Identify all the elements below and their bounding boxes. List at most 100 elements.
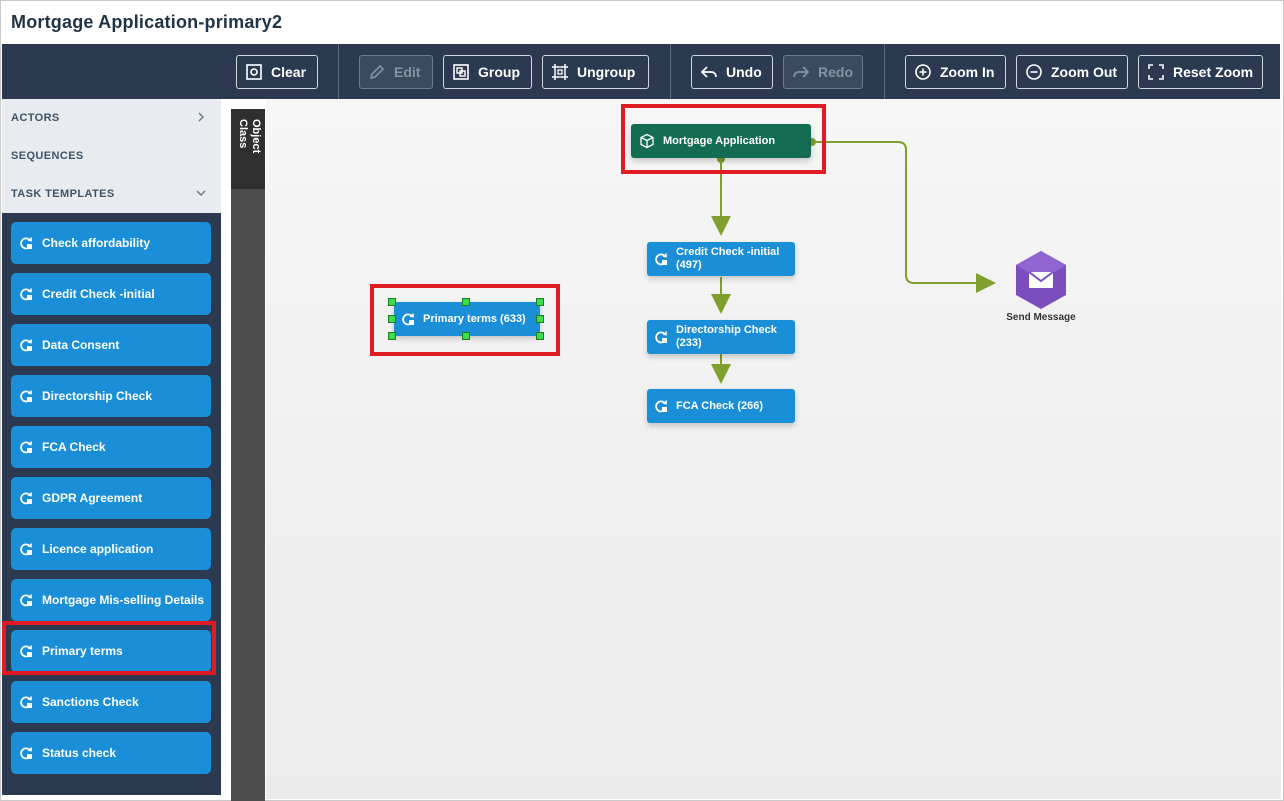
undo-icon [700, 66, 717, 78]
task-label: Directorship Check [42, 389, 153, 403]
task-template-item[interactable]: Directorship Check [11, 375, 211, 417]
resize-handle[interactable] [388, 298, 396, 306]
chevron-down-icon [196, 190, 206, 197]
actor-node-mortgage-application[interactable]: Mortgage Application [631, 124, 811, 158]
toolbar-divider [338, 44, 339, 99]
fullscreen-icon [1148, 64, 1164, 80]
task-refresh-icon [655, 331, 667, 344]
toolbar-divider [670, 44, 671, 99]
page-title: Mortgage Application-primary2 [11, 12, 283, 32]
send-message-label: Send Message [1006, 312, 1076, 323]
send-message-node[interactable]: Send Message [996, 250, 1086, 330]
edit-label: Edit [394, 64, 421, 80]
task-refresh-icon [20, 747, 32, 760]
object-class-header: Object Class [231, 109, 265, 189]
task-template-item[interactable]: Check affordability [11, 222, 211, 264]
highlight-box-sidebar [2, 621, 216, 675]
task-template-item[interactable]: Data Consent [11, 324, 211, 366]
task-template-item[interactable]: GDPR Agreement [11, 477, 211, 519]
edit-button[interactable]: Edit [359, 55, 433, 89]
highlight-box-actor [621, 104, 826, 174]
task-node-label: Credit Check -initial (497) [676, 246, 780, 271]
task-refresh-icon [20, 594, 32, 607]
minus-circle-icon [1026, 64, 1042, 80]
task-node-credit-check[interactable]: Credit Check -initial (497) [647, 242, 795, 276]
task-template-item[interactable]: Sanctions Check [11, 681, 211, 723]
plus-circle-icon [915, 64, 931, 80]
task-node-directorship-check[interactable]: Directorship Check (233) [647, 320, 795, 354]
task-refresh-icon [20, 390, 32, 403]
gear-icon [246, 64, 262, 80]
ungroup-button[interactable]: Ungroup [542, 55, 649, 89]
highlight-box-canvas-node [370, 284, 560, 356]
task-node-label: FCA Check (266) [676, 399, 764, 412]
pencil-icon [369, 64, 385, 80]
resize-handle[interactable] [536, 315, 544, 323]
task-node-label: Directorship Check (233) [676, 324, 777, 349]
zoom-out-label: Zoom Out [1051, 64, 1118, 80]
task-label: GDPR Agreement [42, 491, 143, 505]
task-refresh-icon [655, 400, 667, 413]
task-template-item[interactable]: Status check [11, 732, 211, 774]
task-template-item[interactable]: Licence application [11, 528, 211, 570]
redo-label: Redo [818, 64, 853, 80]
task-refresh-icon [20, 492, 32, 505]
task-label: Check affordability [42, 236, 151, 250]
task-refresh-icon [20, 543, 32, 556]
group-button[interactable]: Group [443, 55, 532, 89]
ungroup-icon [552, 64, 568, 80]
connector-actor-to-message [812, 141, 996, 293]
resize-handle[interactable] [388, 315, 396, 323]
task-refresh-icon [20, 237, 32, 250]
task-refresh-icon [402, 313, 414, 326]
reset-zoom-button[interactable]: Reset Zoom [1138, 55, 1263, 89]
redo-icon [793, 66, 810, 78]
sidebar-section-actors[interactable]: ACTORS [2, 99, 221, 137]
clear-button[interactable]: Clear [236, 55, 318, 89]
resize-handle[interactable] [462, 298, 470, 306]
task-refresh-icon [20, 441, 32, 454]
zoom-out-button[interactable]: Zoom Out [1016, 55, 1128, 89]
section-label: TASK TEMPLATES [11, 188, 115, 200]
ungroup-label: Ungroup [577, 64, 636, 80]
task-template-item[interactable]: Mortgage Mis-selling Details [11, 579, 211, 621]
task-refresh-icon [20, 288, 32, 301]
task-label: Primary terms [42, 644, 123, 658]
resize-handle[interactable] [536, 298, 544, 306]
task-label: FCA Check [42, 440, 106, 454]
object-class-panel[interactable]: Object Class [231, 109, 265, 801]
sidebar-section-sequences[interactable]: SEQUENCES [2, 137, 221, 175]
sidebar: ACTORS SEQUENCES TASK TEMPLATES Check af… [2, 99, 221, 795]
actor-node-label: Mortgage Application [663, 135, 776, 147]
task-template-item[interactable]: FCA Check [11, 426, 211, 468]
diagram-canvas[interactable]: Mortgage Application Credit Check -initi… [266, 99, 1281, 799]
connector-layer [711, 138, 996, 384]
toolbar: Clear Edit Group Ungroup Undo Redo Zoom … [2, 44, 1280, 99]
resize-handle[interactable] [536, 332, 544, 340]
task-label: Mortgage Mis-selling Details [42, 593, 205, 607]
task-label: Credit Check -initial [42, 287, 155, 301]
zoom-in-button[interactable]: Zoom In [905, 55, 1006, 89]
section-label: ACTORS [11, 112, 60, 124]
resize-handle[interactable] [388, 332, 396, 340]
task-node-primary-terms[interactable]: Primary terms (633) [394, 302, 540, 336]
resize-handle[interactable] [462, 332, 470, 340]
envelope-hexagon-icon [1016, 251, 1066, 309]
section-label: SEQUENCES [11, 150, 84, 162]
redo-button[interactable]: Redo [783, 55, 863, 89]
task-template-item-primary-terms[interactable]: Primary terms [11, 630, 211, 672]
task-node-fca-check[interactable]: FCA Check (266) [647, 389, 795, 423]
task-label: Data Consent [42, 338, 120, 352]
undo-button[interactable]: Undo [691, 55, 773, 89]
task-refresh-icon [655, 253, 667, 266]
sidebar-section-task-templates[interactable]: TASK TEMPLATES [2, 175, 221, 213]
undo-label: Undo [726, 64, 762, 80]
cube-icon [640, 133, 654, 149]
chevron-right-icon [198, 112, 205, 122]
task-label: Status check [42, 746, 117, 760]
task-refresh-icon [20, 339, 32, 352]
task-template-item[interactable]: Credit Check -initial [11, 273, 211, 315]
group-icon [453, 64, 469, 80]
object-class-label: Object Class [237, 119, 262, 154]
zoom-in-label: Zoom In [940, 64, 995, 80]
